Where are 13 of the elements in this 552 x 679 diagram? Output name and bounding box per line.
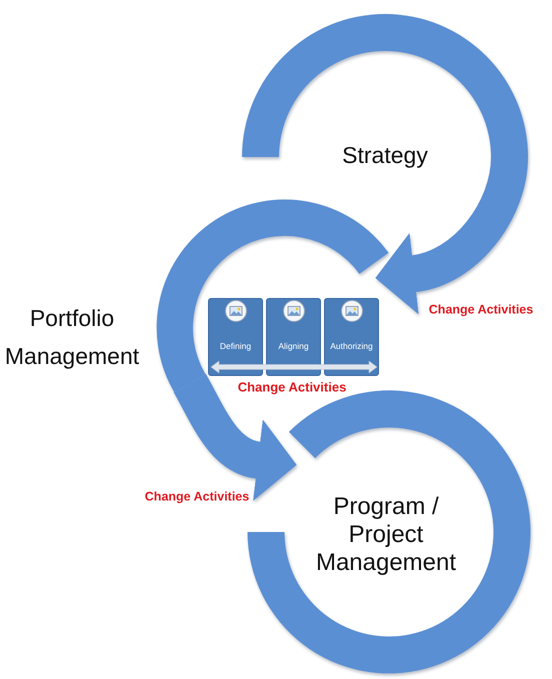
edge-label: Change Activities	[428, 302, 534, 318]
annotation-label: Change Activities	[236, 380, 348, 394]
node-label: Strategy	[342, 141, 428, 169]
process-card	[324, 298, 379, 376]
edge-label: Change Activities	[144, 490, 250, 504]
node-label: Portfolio Management	[4, 304, 140, 371]
curved-arrow	[376, 156, 528, 314]
node-label: Program / Project Management	[315, 493, 457, 577]
process-card	[266, 298, 321, 376]
card-label: Aligning	[278, 341, 309, 352]
process-card	[208, 298, 263, 376]
card-label: Authorizing	[330, 341, 373, 352]
card-label: Defining	[220, 341, 252, 352]
